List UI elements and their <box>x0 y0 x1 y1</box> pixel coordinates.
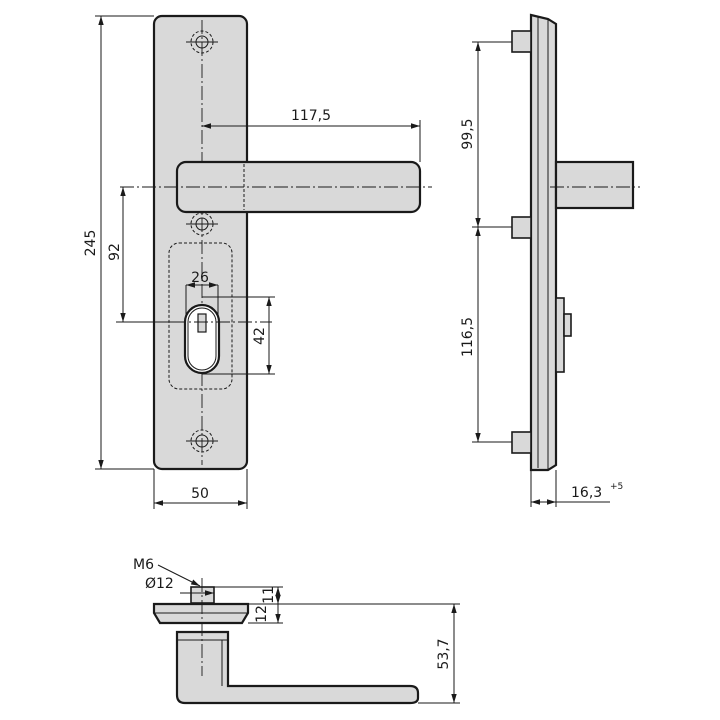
dim-cylinder-height-text: 42 <box>252 327 268 345</box>
dim-total-height-text: 245 <box>83 230 99 257</box>
front-view: 245 92 117,5 26 42 <box>83 14 432 509</box>
dim-cylinder-width: 26 <box>185 270 219 318</box>
dim-stud-diameter: Ø12 <box>145 576 214 596</box>
dim-plate-depth-tolerance: +5 <box>610 482 623 492</box>
cylinder-slot <box>197 313 207 333</box>
side-back-plate <box>529 13 558 472</box>
top-handle-body <box>175 630 420 705</box>
dim-stud-height-b: 12 <box>254 605 270 623</box>
dim-thread-callout: M6 <box>133 557 201 587</box>
dim-handle-length-text: 117,5 <box>291 108 331 124</box>
screw-hole-bottom <box>186 429 218 453</box>
dim-plate-depth: 16,3 +5 <box>530 470 623 507</box>
screw-hole-top <box>186 30 218 54</box>
side-boss-top <box>511 30 532 53</box>
side-cylinder-tab <box>563 313 572 337</box>
dim-handle-to-cylinder: 92 <box>107 187 185 323</box>
cylinder-keyhole <box>183 303 221 375</box>
cylinder-hole-inner <box>187 307 217 371</box>
dim-cylinder-height: 42 <box>202 296 275 375</box>
dim-lower-spacing-text: 116,5 <box>460 317 476 357</box>
dim-upper-spacing-text: 99,5 <box>460 118 476 149</box>
dim-total-height: 245 <box>83 15 154 470</box>
side-view: 99,5 116,5 16,3 +5 <box>460 13 640 507</box>
dim-plate-width-text: 50 <box>191 486 209 502</box>
dim-stud-height-a: 11 <box>261 586 277 604</box>
dim-plate-depth-text: 16,3 <box>571 485 602 501</box>
dim-handle-to-cylinder-text: 92 <box>107 243 123 261</box>
side-boss-middle <box>511 216 532 239</box>
side-cylinder <box>555 297 565 373</box>
escutcheon-outline <box>168 242 233 390</box>
dim-thread-text: M6 <box>133 557 154 573</box>
dim-plate-width: 50 <box>153 469 248 509</box>
dim-cylinder-width-text: 26 <box>191 270 209 286</box>
dim-handle-projection-text: 53,7 <box>436 638 452 669</box>
top-view: M6 Ø12 11 12 53,7 <box>133 557 460 705</box>
top-stud <box>190 586 215 604</box>
side-handle-stub <box>554 160 635 210</box>
side-boss-bottom <box>511 431 532 454</box>
dim-upper-spacing: 99,5 <box>460 41 512 228</box>
dim-stud-heights: 11 12 <box>214 586 460 624</box>
dim-handle-projection: 53,7 <box>418 604 460 704</box>
dim-stud-diameter-text: Ø12 <box>145 576 174 592</box>
dim-handle-length: 117,5 <box>202 108 421 162</box>
dim-lower-spacing: 116,5 <box>460 227 512 443</box>
